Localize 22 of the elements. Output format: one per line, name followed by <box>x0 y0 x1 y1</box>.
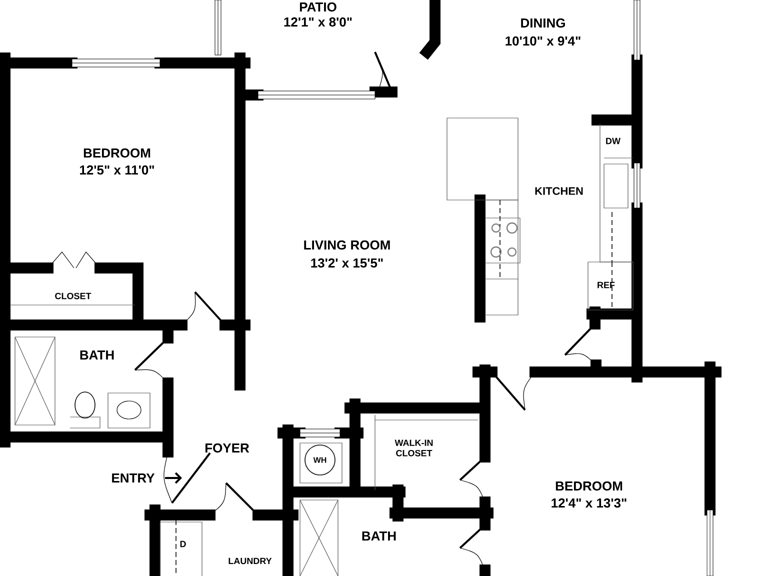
room-name: BEDROOM <box>556 481 622 491</box>
entry-label: ENTRY <box>112 474 155 482</box>
room-name: CLOSET <box>55 292 92 300</box>
room-name: PATIO <box>300 2 336 12</box>
room-dimensions: 13'2' x 15'5" <box>311 258 383 268</box>
fixture-label: WH <box>313 457 326 463</box>
fixture-label: REF <box>598 282 615 288</box>
room-name: LAUNDRY <box>228 558 272 564</box>
room-name: KITCHEN <box>535 187 583 195</box>
room-dimensions: 12'5" x 11'0" <box>80 165 154 175</box>
room-name: FOYER <box>205 443 250 453</box>
room-dimensions: 12'1" x 8'0" <box>284 17 352 27</box>
room-name: BATH <box>80 350 114 360</box>
room-name: BEDROOM <box>84 148 150 158</box>
room-name: WALK-IN CLOSET <box>394 440 433 456</box>
room-name: DINING <box>521 18 565 28</box>
room-dimensions: 12'4" x 13'3" <box>552 498 626 508</box>
fixture-label: D <box>180 540 186 548</box>
room-dimensions: 10'10" x 9'4" <box>506 36 580 46</box>
room-name: BATH <box>362 532 396 540</box>
fixture-label: DW <box>606 138 620 144</box>
room-name: LIVING ROOM <box>304 240 390 250</box>
